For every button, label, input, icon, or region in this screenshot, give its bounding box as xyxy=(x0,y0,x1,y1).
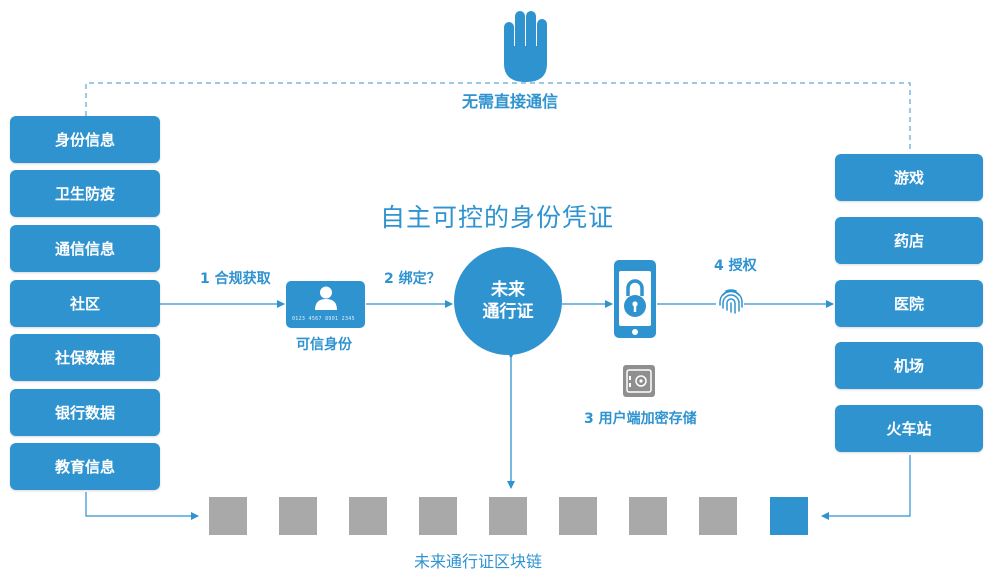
vault-dial-icon xyxy=(626,369,652,393)
source-label: 社保数据 xyxy=(54,349,115,367)
source-box-identity: 身份信息 xyxy=(10,116,160,163)
source-box-telecom: 通信信息 xyxy=(10,225,160,272)
step1-label: 1 合规获取 xyxy=(200,271,271,287)
step3-label: 3 用户端加密存储 xyxy=(584,411,697,427)
phone-screen xyxy=(619,271,651,326)
phone-icon xyxy=(614,260,656,338)
source-box-social-security: 社保数据 xyxy=(10,334,160,381)
future-pass-circle: 未来 通行证 xyxy=(454,247,562,355)
dest-label: 药店 xyxy=(893,232,924,250)
source-label: 通信信息 xyxy=(54,240,115,258)
blockchain-block xyxy=(279,497,317,535)
source-box-education: 教育信息 xyxy=(10,443,160,490)
blockchain-block xyxy=(770,497,808,535)
source-label: 银行数据 xyxy=(54,404,115,422)
source-box-community: 社区 xyxy=(10,280,160,327)
dest-box-railway-station: 火车站 xyxy=(835,405,983,452)
dest-box-hospital: 医院 xyxy=(835,280,983,327)
future-pass-line1: 未来 xyxy=(491,280,525,300)
blockchain-block xyxy=(419,497,457,535)
dest-label: 机场 xyxy=(893,357,924,375)
diagram-title: 自主可控的身份凭证 xyxy=(380,203,615,232)
dest-label: 游戏 xyxy=(893,169,924,187)
blockchain-block xyxy=(209,497,247,535)
no-direct-comm-label: 无需直接通信 xyxy=(462,92,559,111)
blockchain-block xyxy=(349,497,387,535)
flow-left-return xyxy=(85,492,199,520)
source-box-bank: 银行数据 xyxy=(10,389,160,436)
dest-label: 医院 xyxy=(893,295,924,313)
blockchain-block xyxy=(559,497,597,535)
blockchain-block xyxy=(629,497,667,535)
fingerprint-icon xyxy=(719,289,743,314)
source-label: 教育信息 xyxy=(54,458,115,476)
dest-box-airport: 机场 xyxy=(835,342,983,389)
no-direct-comm-dashed-line xyxy=(85,82,911,150)
source-box-health: 卫生防疫 xyxy=(10,170,160,217)
blockchain-block xyxy=(489,497,527,535)
future-pass-line2: 通行证 xyxy=(482,302,534,322)
source-label: 社区 xyxy=(69,295,100,313)
blockchain-label: 未来通行证区块链 xyxy=(414,552,543,571)
flow-right-return xyxy=(821,455,911,520)
user-icon xyxy=(315,286,337,310)
blockchain-block xyxy=(699,497,737,535)
dest-box-pharmacy: 药店 xyxy=(835,217,983,264)
dest-box-game: 游戏 xyxy=(835,154,983,201)
identity-card: 0123 4567 8901 2345 xyxy=(286,281,365,328)
step2-label: 2 绑定？ xyxy=(384,271,441,287)
lock-icon xyxy=(624,279,646,317)
step4-label: 4 授权 xyxy=(714,258,757,274)
dest-label: 火车站 xyxy=(886,420,932,438)
source-label: 身份信息 xyxy=(54,131,115,149)
stop-hand-icon xyxy=(504,11,547,82)
trusted-identity-label: 可信身份 xyxy=(296,337,352,353)
phone-home-button xyxy=(632,329,638,335)
source-label: 卫生防疫 xyxy=(54,185,115,203)
secure-storage-icon xyxy=(623,365,655,397)
card-number: 0123 4567 8901 2345 xyxy=(292,316,355,322)
